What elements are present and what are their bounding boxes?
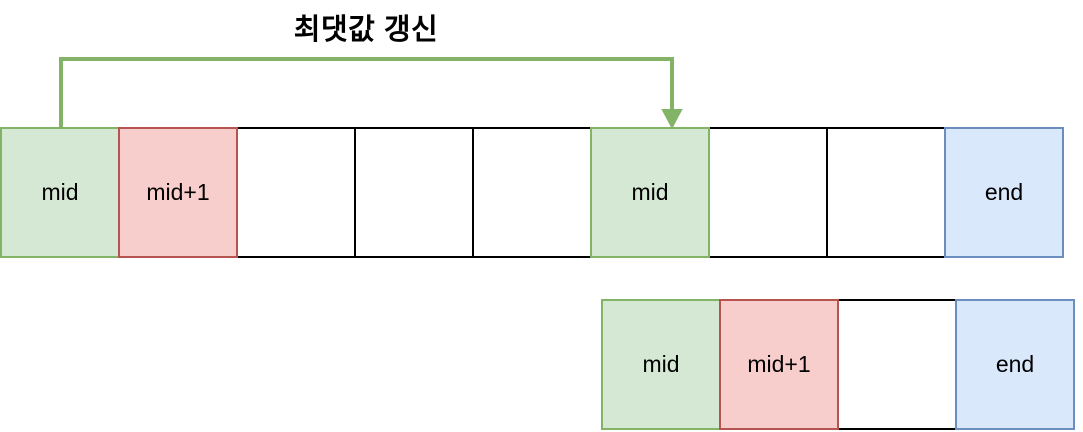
array-cell[interactable]: mid+1 — [719, 299, 839, 430]
array-cell[interactable] — [236, 127, 356, 258]
array-row-bottom: mid mid+1 end — [601, 299, 1075, 430]
array-cell-label: mid+1 — [146, 179, 210, 205]
array-cell-label: end — [984, 179, 1024, 205]
array-cell[interactable]: end — [955, 299, 1075, 430]
array-cell[interactable] — [708, 127, 828, 258]
array-row-top: mid mid+1 mid end — [0, 127, 1064, 258]
array-cell[interactable] — [837, 299, 957, 430]
array-cell[interactable]: mid — [590, 127, 710, 258]
array-cell-label: mid — [631, 179, 669, 205]
array-cell-label: mid — [642, 351, 680, 377]
array-cell[interactable] — [354, 127, 474, 258]
array-cell[interactable]: mid+1 — [118, 127, 238, 258]
array-cell-label: mid+1 — [747, 351, 811, 377]
array-cell[interactable]: mid — [0, 127, 120, 258]
array-cell[interactable]: mid — [601, 299, 721, 430]
array-cell-label: end — [995, 351, 1035, 377]
array-cell[interactable] — [472, 127, 592, 258]
array-cell[interactable] — [826, 127, 946, 258]
array-cell[interactable]: end — [944, 127, 1064, 258]
array-cell-label: mid — [41, 179, 79, 205]
annotation-label: 최댓값 갱신 — [293, 14, 439, 46]
